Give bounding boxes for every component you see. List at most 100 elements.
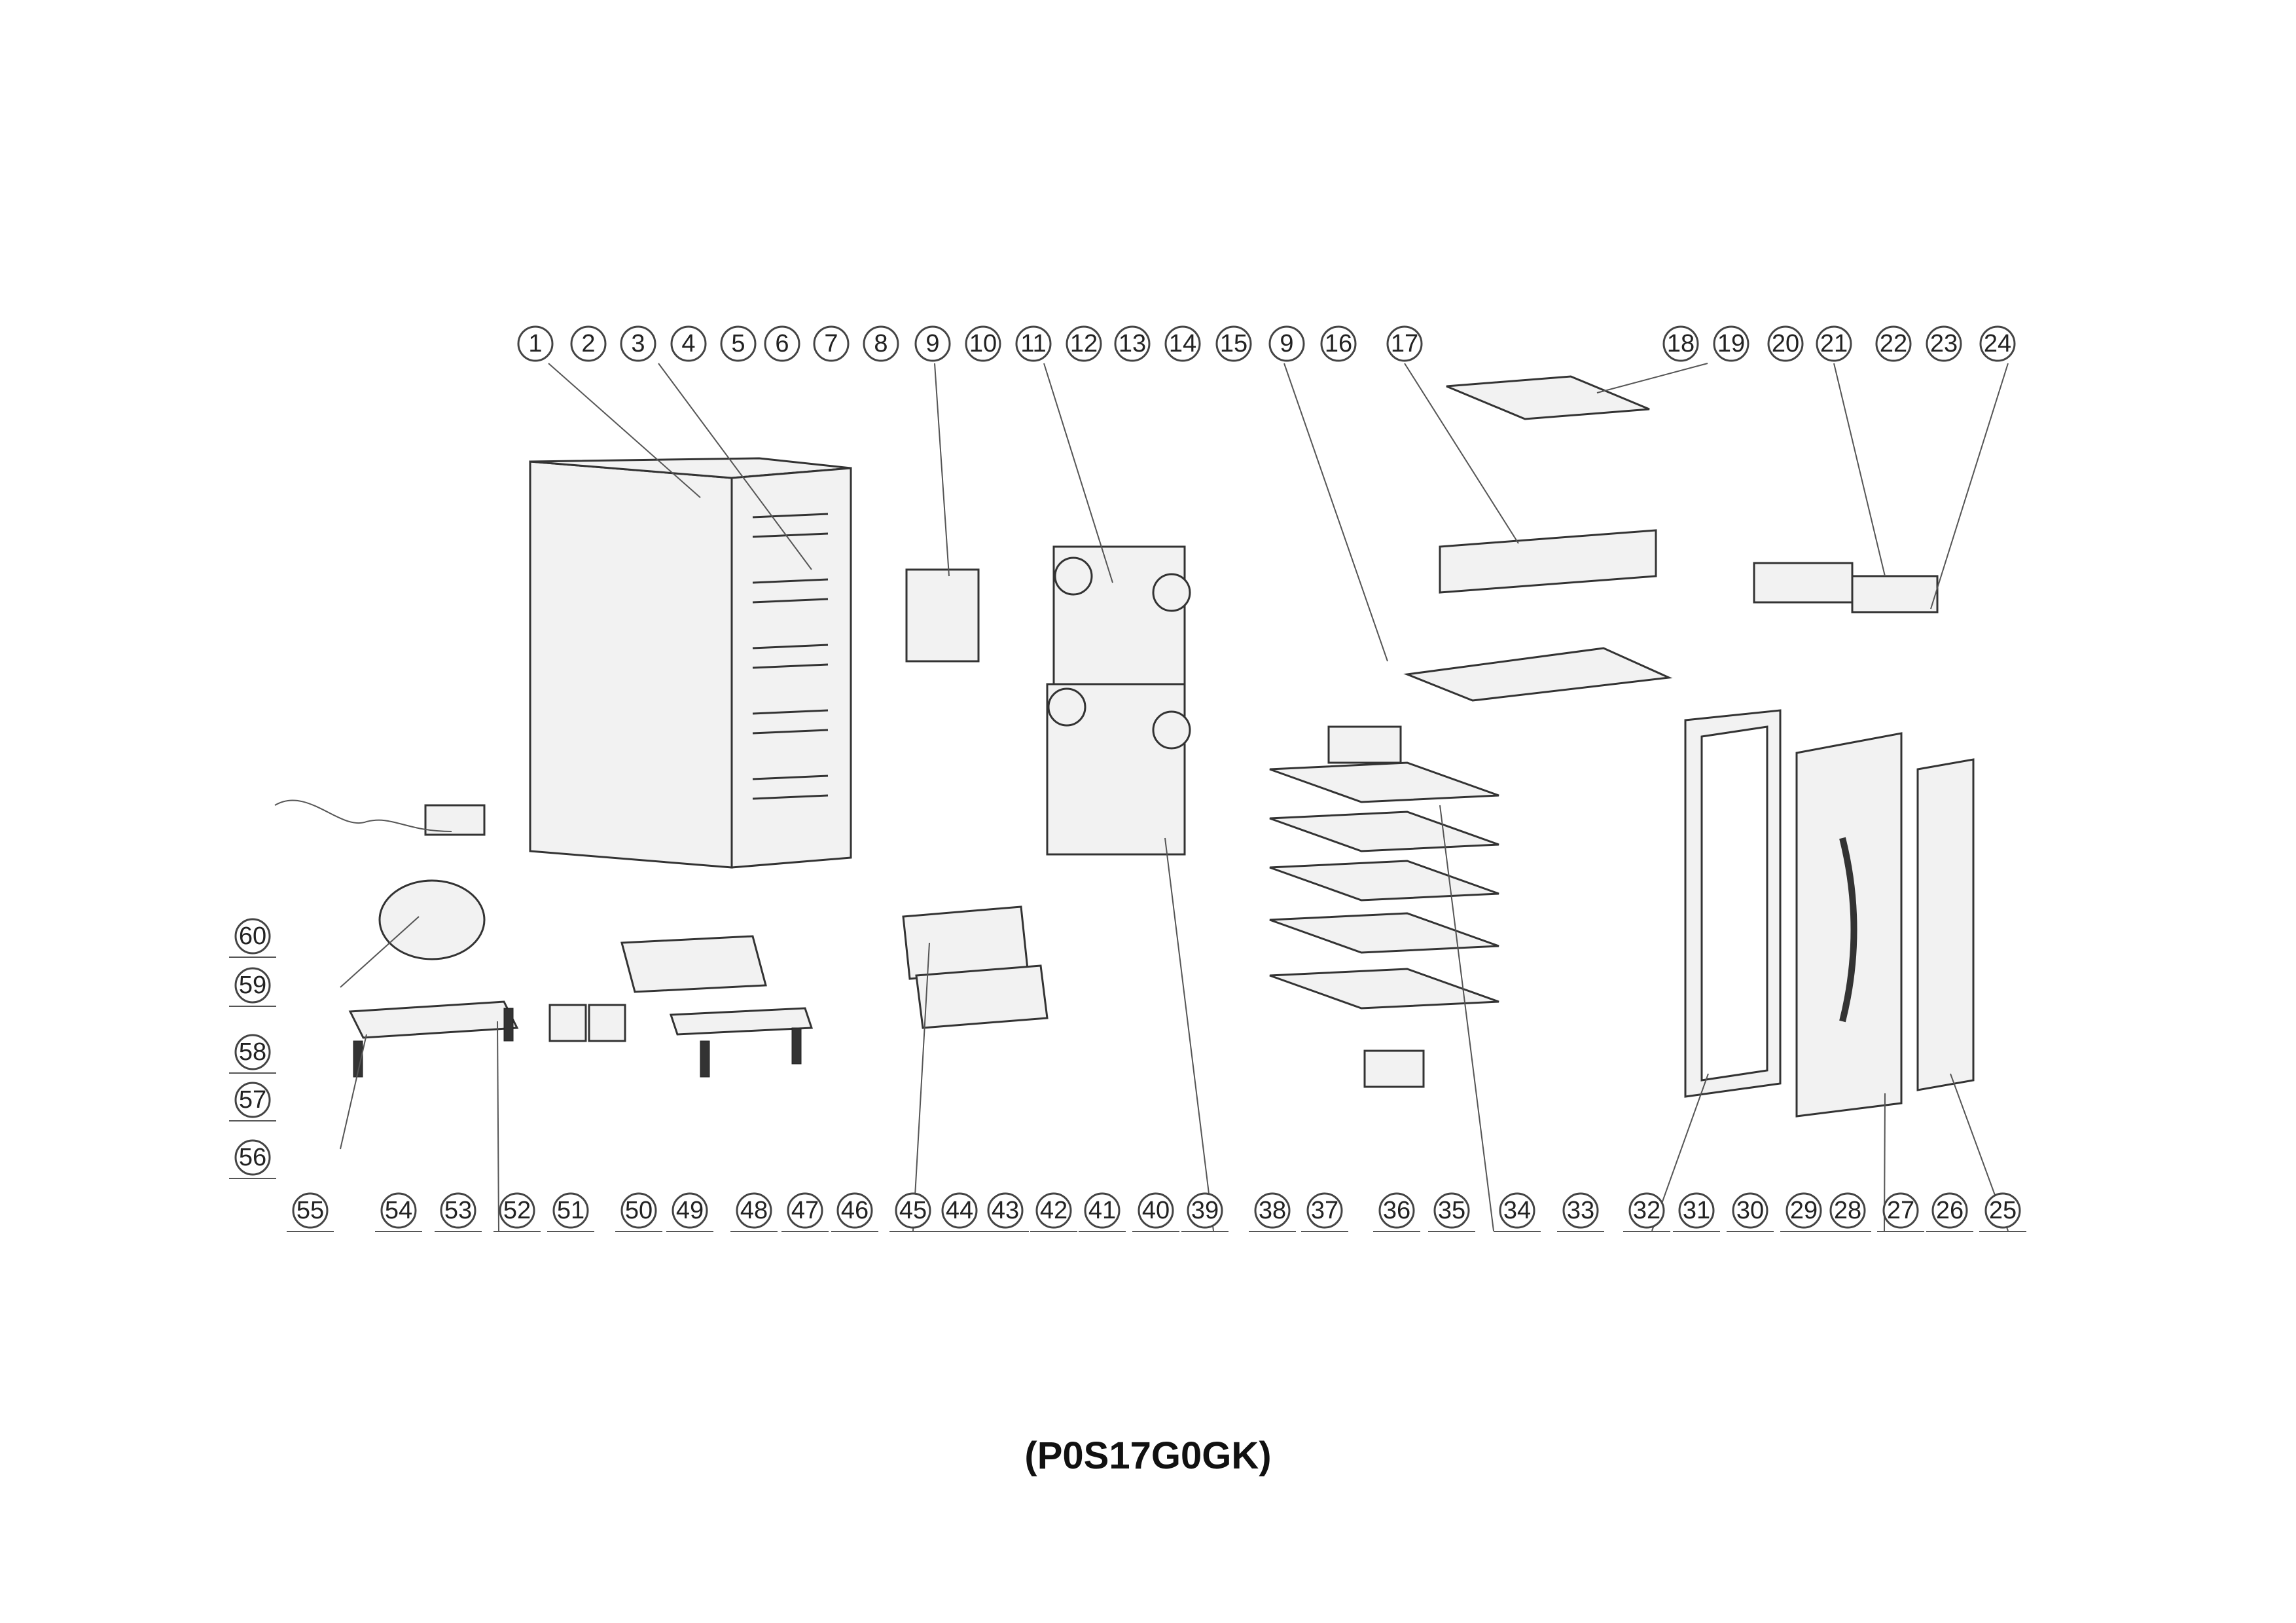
callout-25: 25 [1979, 1192, 2026, 1232]
leader-lines [340, 363, 2009, 1231]
callout-circle [895, 1192, 931, 1229]
callout-2: 2 [570, 325, 607, 362]
callout-number: 24 [1984, 330, 2011, 357]
callout-circle [836, 1192, 873, 1229]
callout-54: 54 [375, 1192, 422, 1232]
base-plate [348, 1000, 519, 1039]
callout-number: 47 [791, 1197, 819, 1224]
callout-number: 39 [1191, 1197, 1219, 1224]
model-code-label: (P0S17G0GK) [1024, 1434, 1272, 1477]
callout-circle [1306, 1192, 1343, 1229]
callout-circle [1084, 1192, 1121, 1229]
callout-number: 48 [740, 1197, 768, 1224]
callout-circle [1114, 325, 1151, 362]
callout-circle [736, 1192, 772, 1229]
callout-16: 16 [1320, 325, 1357, 362]
callout-number: 17 [1391, 330, 1418, 357]
fan-left [548, 1004, 587, 1042]
callout-number: 38 [1259, 1197, 1286, 1224]
callout-number: 5 [731, 330, 745, 357]
callout-circle [1785, 1192, 1822, 1229]
callout-number: 11 [1020, 330, 1046, 357]
callout-circle [1015, 325, 1052, 362]
glass-panel [1916, 758, 1975, 1091]
callout-number: 13 [1119, 330, 1146, 357]
callout-9: 9 [914, 325, 951, 362]
callout-number: 23 [1930, 330, 1958, 357]
callout-number: 15 [1220, 330, 1247, 357]
callout-number: 57 [239, 1086, 266, 1114]
control-panel [1753, 562, 1854, 604]
callout-12: 12 [1066, 325, 1102, 362]
callout-38: 38 [1249, 1192, 1296, 1232]
callout-circle [1066, 325, 1102, 362]
callout-circle [234, 1139, 271, 1176]
callout-number: 34 [1503, 1197, 1531, 1224]
callout-24: 24 [1979, 325, 2016, 362]
callout-number: 12 [1070, 330, 1098, 357]
callout-number: 4 [681, 330, 695, 357]
callout-circle [941, 1192, 978, 1229]
callout-circle [1378, 1192, 1415, 1229]
callout-number: 42 [1040, 1197, 1067, 1224]
callout-35: 35 [1428, 1192, 1475, 1232]
top-cover [1446, 375, 1650, 420]
callout-3: 3 [620, 325, 656, 362]
callout-circle [1386, 325, 1423, 362]
callout-11: 11 [1015, 325, 1052, 362]
callout-number: 49 [676, 1197, 704, 1224]
callout-number: 51 [557, 1197, 584, 1224]
callout-number: 35 [1438, 1197, 1465, 1224]
callout-1: 1 [517, 325, 554, 362]
callout-number: 53 [444, 1197, 472, 1224]
callout-5: 5 [720, 325, 757, 362]
callout-33: 33 [1557, 1192, 1604, 1232]
power-cord [274, 799, 452, 832]
callout-40: 40 [1132, 1192, 1179, 1232]
callout-6: 6 [764, 325, 800, 362]
callout-4: 4 [670, 325, 707, 362]
callout-circle [1678, 1192, 1715, 1229]
callout-45: 45 [889, 1192, 937, 1232]
callout-31: 31 [1673, 1192, 1720, 1232]
callout-circle [620, 1192, 657, 1229]
support-bracket [669, 1007, 814, 1036]
callout-30: 30 [1727, 1192, 1774, 1232]
callout-circle [1713, 325, 1749, 362]
callout-55: 55 [287, 1192, 334, 1232]
callout-21: 21 [1816, 325, 1852, 362]
callout-circle [499, 1192, 535, 1229]
callout-number: 28 [1834, 1197, 1861, 1224]
callout-number: 36 [1383, 1197, 1410, 1224]
callout-number: 40 [1142, 1197, 1170, 1224]
callout-number: 18 [1667, 330, 1695, 357]
callout-circle [380, 1192, 417, 1229]
callout-18: 18 [1662, 325, 1699, 362]
callout-circle [234, 918, 271, 955]
callout-7: 7 [813, 325, 850, 362]
callout-circle [1187, 1192, 1223, 1229]
callout-number: 60 [239, 922, 266, 950]
callout-number: 19 [1717, 330, 1745, 357]
compressor [378, 879, 486, 960]
callout-number: 29 [1790, 1197, 1818, 1224]
callout-circle [1433, 1192, 1470, 1229]
callout-50: 50 [615, 1192, 662, 1232]
callout-circle [813, 325, 850, 362]
callout-circle [1164, 325, 1201, 362]
callout-circle [1268, 325, 1305, 362]
callout-57: 57 [229, 1082, 276, 1122]
callout-number: 10 [969, 330, 997, 357]
callout-circle [1215, 325, 1252, 362]
callout-number: 7 [824, 330, 838, 357]
callout-circle [234, 1082, 271, 1118]
callout-circle [672, 1192, 708, 1229]
callout-number: 3 [631, 330, 645, 357]
callout-27: 27 [1877, 1192, 1924, 1232]
callout-number: 45 [899, 1197, 927, 1224]
callout-number: 43 [992, 1197, 1019, 1224]
callout-circle [787, 1192, 823, 1229]
callout-number: 25 [1989, 1197, 2017, 1224]
callout-number: 14 [1169, 330, 1196, 357]
callout-circle [1732, 1192, 1768, 1229]
